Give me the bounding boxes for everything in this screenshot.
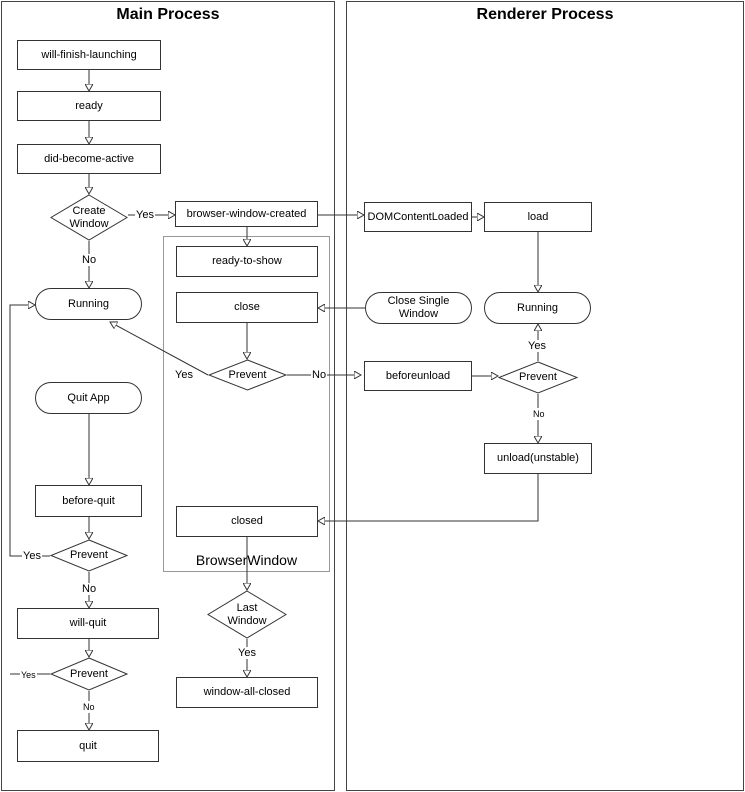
quit-app-node: Quit App	[35, 382, 142, 414]
will-quit-prevent-label: Prevent	[70, 667, 108, 680]
close-prevent-decision: Prevent	[208, 359, 287, 391]
close-node: close	[176, 292, 318, 323]
renderer-prevent-no-label: No	[532, 408, 546, 420]
renderer-process-title: Renderer Process	[476, 6, 614, 23]
running-main-node: Running	[35, 288, 142, 320]
before-quit-prevent-decision: Prevent	[50, 539, 128, 572]
last-window-label: Last Window	[227, 601, 267, 627]
last-window-decision: Last Window	[207, 590, 287, 639]
did-become-active-node: did-become-active	[17, 144, 161, 174]
browser-window-group-title: BrowserWindow	[195, 552, 298, 568]
ready-to-show-node: ready-to-show	[176, 246, 318, 277]
dom-content-loaded-node: DOMContentLoaded	[364, 202, 472, 232]
load-node: load	[484, 202, 592, 232]
renderer-prevent-yes-label: Yes	[527, 340, 547, 352]
last-window-yes-label: Yes	[237, 647, 257, 659]
window-all-closed-node: window-all-closed	[176, 677, 318, 708]
will-quit-yes-label: Yes	[20, 669, 37, 681]
renderer-prevent-decision: Prevent	[498, 361, 578, 394]
renderer-prevent-label: Prevent	[519, 371, 557, 383]
create-window-no-label: No	[81, 254, 98, 266]
will-quit-node: will-quit	[17, 608, 159, 639]
close-prevent-yes-label: Yes	[174, 369, 194, 381]
close-single-window-label: Close Single Window	[387, 295, 450, 320]
main-process-lane	[1, 1, 335, 791]
will-quit-prevent-decision: Prevent	[50, 657, 128, 691]
create-window-label: Create Window	[69, 204, 109, 230]
before-quit-node: before-quit	[35, 485, 142, 517]
ready-node: ready	[17, 91, 161, 121]
create-window-yes-label: Yes	[135, 209, 155, 221]
running-renderer-node: Running	[484, 292, 591, 324]
unload-node: unload(unstable)	[484, 443, 592, 474]
before-quit-prevent-label: Prevent	[70, 549, 108, 561]
close-prevent-label: Prevent	[228, 368, 267, 381]
main-process-title: Main Process	[116, 6, 220, 23]
quit-node: quit	[17, 730, 159, 762]
renderer-process-lane	[346, 1, 744, 791]
will-quit-no-label: No	[82, 701, 96, 713]
before-quit-yes-label: Yes	[22, 550, 42, 562]
before-quit-no-label: No	[81, 583, 98, 595]
will-finish-launching-node: will-finish-launching	[17, 40, 161, 70]
closed-node: closed	[176, 506, 318, 537]
browser-window-created-node: browser-window-created	[175, 201, 318, 227]
close-single-window-node: Close Single Window	[365, 292, 472, 324]
beforeunload-node: beforeunload	[364, 361, 472, 391]
close-prevent-no-label: No	[311, 369, 328, 381]
create-window-decision: Create Window	[50, 194, 128, 241]
